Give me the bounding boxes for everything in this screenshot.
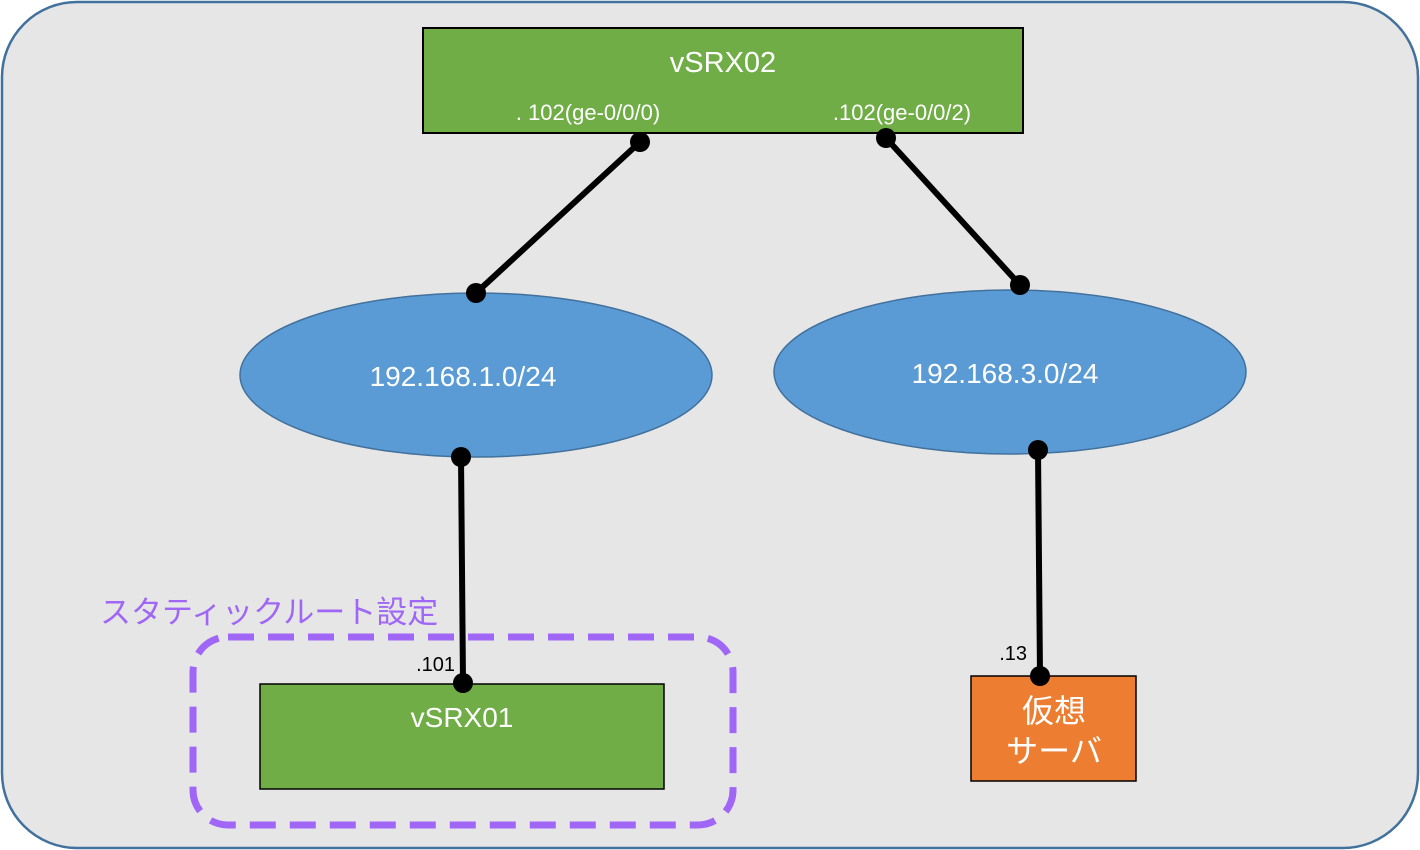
virtual-server-box [970, 675, 1137, 782]
endpoint-server [1030, 666, 1050, 686]
endpoint-vsrx02-ge002 [876, 128, 896, 148]
router-vsrx02-if-left: . 102(ge-0/0/0) [516, 100, 660, 125]
network-192-168-3-0[interactable]: 192.168.3.0/24 [773, 289, 1247, 455]
router-vsrx02-if-right: .102(ge-0/0/2) [833, 100, 971, 125]
network-192-168-1-0-label: 192.168.1.0/24 [370, 361, 557, 392]
network-192-168-3-0-label: 192.168.3.0/24 [912, 358, 1099, 389]
router-vsrx01-name: vSRX01 [411, 702, 514, 733]
virtual-server[interactable]: 仮想 サーバ [970, 675, 1137, 782]
router-vsrx02-name: vSRX02 [670, 47, 776, 79]
router-vsrx02-box [422, 27, 1024, 134]
router-vsrx01-box [259, 683, 665, 790]
endpoint-net1-top [466, 283, 486, 303]
virtual-server-if-addr: .13 [999, 643, 1027, 665]
link-net3-server [1035, 447, 1043, 679]
static-route-label: スタティックルート設定 [100, 595, 438, 631]
link-vsrx02-net3 [883, 135, 1023, 288]
network-192-168-1-0[interactable]: 192.168.1.0/24 [239, 292, 713, 458]
endpoint-net3-top [1010, 275, 1030, 295]
network-192-168-3-0-shape [773, 289, 1247, 455]
endpoint-net1-bottom [451, 447, 471, 467]
link-vsrx02-net1 [473, 139, 643, 296]
endpoint-vsrx02-ge000 [630, 132, 650, 152]
endpoint-vsrx01 [453, 673, 473, 693]
router-vsrx02[interactable]: vSRX02 . 102(ge-0/0/0) .102(ge-0/0/2) [422, 27, 1024, 134]
virtual-server-name-line2: サーバ [1006, 733, 1102, 769]
link-net1-vsrx01 [458, 454, 466, 686]
router-vsrx01-if-addr: .101 [416, 654, 455, 676]
static-route-highlight [189, 633, 737, 829]
virtual-server-name-line1: 仮想 [1022, 693, 1086, 729]
links [458, 135, 1043, 686]
router-vsrx01[interactable]: vSRX01 [259, 683, 665, 790]
endpoint-net3-bottom [1028, 440, 1048, 460]
endpoints [451, 128, 1050, 693]
